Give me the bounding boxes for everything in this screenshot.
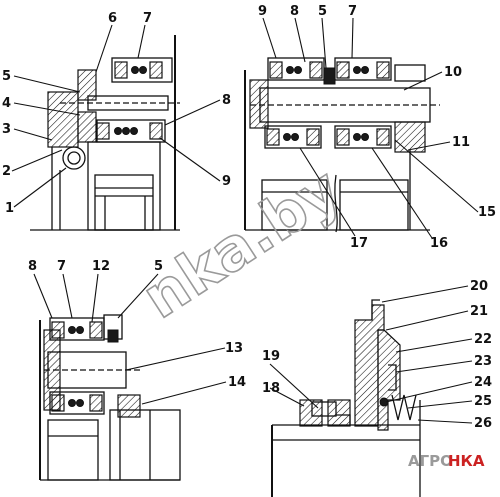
callout-label-tr-11: 11 <box>452 135 470 150</box>
callout-label-br-18: 18 <box>262 381 280 396</box>
callout-leader-tr-7 <box>351 17 354 59</box>
callout-leader-tl-7 <box>137 24 146 59</box>
logo-right-text: НКА <box>448 452 485 470</box>
callout-label-tl-5: 5 <box>2 69 11 84</box>
callout-label-tr-10: 10 <box>444 65 462 80</box>
callout-label-tr-5: 5 <box>318 4 327 19</box>
callout-leader-bl-14 <box>141 381 227 405</box>
callout-label-tl-7: 7 <box>143 11 152 26</box>
callout-leader-tr-9 <box>262 17 277 59</box>
callout-leader-tl-1 <box>13 167 67 208</box>
view-top-right <box>244 57 440 233</box>
callout-label-br-25: 25 <box>474 394 492 409</box>
callout-label-tr-15: 15 <box>478 205 496 220</box>
callout-leader-br-22 <box>395 338 473 353</box>
callout-leader-tr-15 <box>394 139 479 213</box>
callout-label-bl-7: 7 <box>57 259 66 274</box>
callout-leader-bl-7 <box>62 273 73 319</box>
callout-label-tl-1: 1 <box>5 201 14 216</box>
callout-leader-tr-5 <box>321 17 327 69</box>
callout-leader-tr-16 <box>371 147 433 239</box>
callout-leader-br-21 <box>385 310 469 331</box>
callout-leader-bl-5 <box>117 273 159 319</box>
callout-label-tl-6: 6 <box>108 11 117 26</box>
callout-label-br-24: 24 <box>474 375 492 390</box>
watermark: nka.by <box>130 154 353 333</box>
view-bottom-left <box>39 314 181 481</box>
callout-label-bl-5: 5 <box>154 259 163 274</box>
callout-leader-tl-3 <box>13 128 53 141</box>
watermark-text: nka.by <box>131 155 353 332</box>
callout-label-tr-9: 9 <box>258 4 267 19</box>
callout-label-tr-7: 7 <box>348 4 357 19</box>
logo: АГРО НКА <box>408 452 485 470</box>
callout-leader-br-18 <box>269 387 305 407</box>
callout-leader-tl-5 <box>13 75 81 93</box>
callout-leader-tr-11 <box>407 141 451 151</box>
view-bottom-right <box>271 299 421 497</box>
callout-leader-tl-6 <box>95 24 113 73</box>
callout-label-br-21: 21 <box>470 304 488 319</box>
callout-label-bl-8: 8 <box>28 259 37 274</box>
callout-leader-bl-12 <box>91 273 99 323</box>
callout-leader-tr-17 <box>299 147 356 237</box>
callout-leader-tl-9 <box>159 137 221 182</box>
callout-leader-br-24 <box>385 381 473 403</box>
callout-label-br-22: 22 <box>474 332 492 347</box>
callout-label-tl-2: 2 <box>2 164 11 179</box>
callout-label-bl-14: 14 <box>228 375 246 390</box>
callout-label-bl-13: 13 <box>225 341 243 356</box>
callout-label-br-23: 23 <box>474 354 492 369</box>
logo-left-text: АГРО <box>408 452 453 470</box>
callout-leader-tr-8 <box>294 17 306 63</box>
callout-label-br-26: 26 <box>474 416 492 431</box>
callout-label-bl-12: 12 <box>92 259 110 274</box>
callout-leader-br-23 <box>395 360 473 373</box>
callout-leader-tl-2 <box>11 149 63 172</box>
callout-label-tl-4: 4 <box>2 96 11 111</box>
callout-label-br-20: 20 <box>470 279 488 294</box>
callout-leader-br-25 <box>407 400 473 409</box>
callout-leader-br-20 <box>381 285 469 303</box>
callout-leader-br-19 <box>269 363 319 409</box>
callout-label-tr-16: 16 <box>430 236 448 251</box>
callout-label-tl-9: 9 <box>222 174 231 189</box>
callout-leader-tl-4 <box>13 102 81 116</box>
callout-label-tr-8: 8 <box>290 4 299 19</box>
callout-leader-bl-8 <box>33 273 53 319</box>
view-top-left <box>30 35 180 231</box>
callout-leader-tr-10 <box>403 71 443 91</box>
callout-label-tl-8: 8 <box>222 93 231 108</box>
callout-leader-bl-13 <box>125 347 226 371</box>
callout-label-br-19: 19 <box>262 349 280 364</box>
callout-leader-tl-8 <box>164 99 221 126</box>
callout-label-tl-3: 3 <box>2 122 11 137</box>
callout-leader-br-26 <box>417 419 473 424</box>
callout-label-tr-17: 17 <box>350 236 368 251</box>
